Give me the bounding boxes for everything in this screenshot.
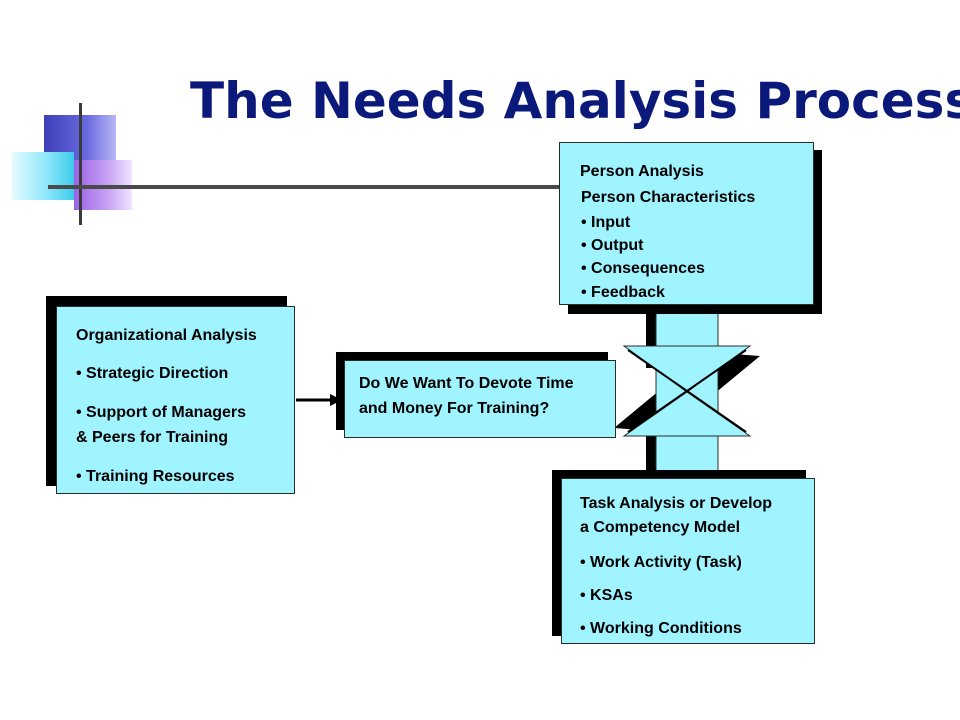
decision-box: Do We Want To Devote Time and Money For …: [344, 360, 616, 438]
person-analysis-box: Person Analysis Person Characteristics •…: [559, 142, 814, 305]
org-heading: Organizational Analysis: [76, 327, 257, 344]
person-item-input: • Input: [581, 214, 631, 231]
org-item-support-peers: & Peers for Training: [76, 429, 229, 446]
organizational-analysis-box: Organizational Analysis • Strategic Dire…: [56, 306, 295, 494]
person-item-consequences: • Consequences: [581, 260, 705, 277]
task-item-working-conditions: • Working Conditions: [580, 620, 742, 637]
org-item-training-resources: • Training Resources: [76, 468, 235, 485]
connector-x-line-2: [627, 349, 747, 433]
org-item-strategic-direction: • Strategic Direction: [76, 365, 229, 382]
decision-line-2: and Money For Training?: [359, 400, 550, 417]
task-heading-2: a Competency Model: [580, 519, 741, 536]
task-analysis-box: Task Analysis or Develop a Competency Mo…: [561, 478, 815, 644]
decor-square-cyan: [12, 152, 74, 200]
person-item-feedback: • Feedback: [581, 284, 665, 301]
decision-line-1: Do We Want To Devote Time: [359, 375, 574, 392]
page-title: The Needs Analysis Process: [190, 72, 960, 130]
person-heading: Person Analysis: [580, 163, 704, 180]
title-underline: [48, 185, 588, 189]
task-item-work-activity: • Work Activity (Task): [580, 554, 742, 571]
person-subheading: Person Characteristics: [581, 189, 756, 206]
task-item-ksas: • KSAs: [580, 587, 633, 604]
task-heading-1: Task Analysis or Develop: [580, 495, 773, 512]
org-item-support-managers: • Support of Managers: [76, 404, 247, 421]
decor-vertical-rule: [79, 103, 82, 225]
person-item-output: • Output: [581, 237, 644, 254]
